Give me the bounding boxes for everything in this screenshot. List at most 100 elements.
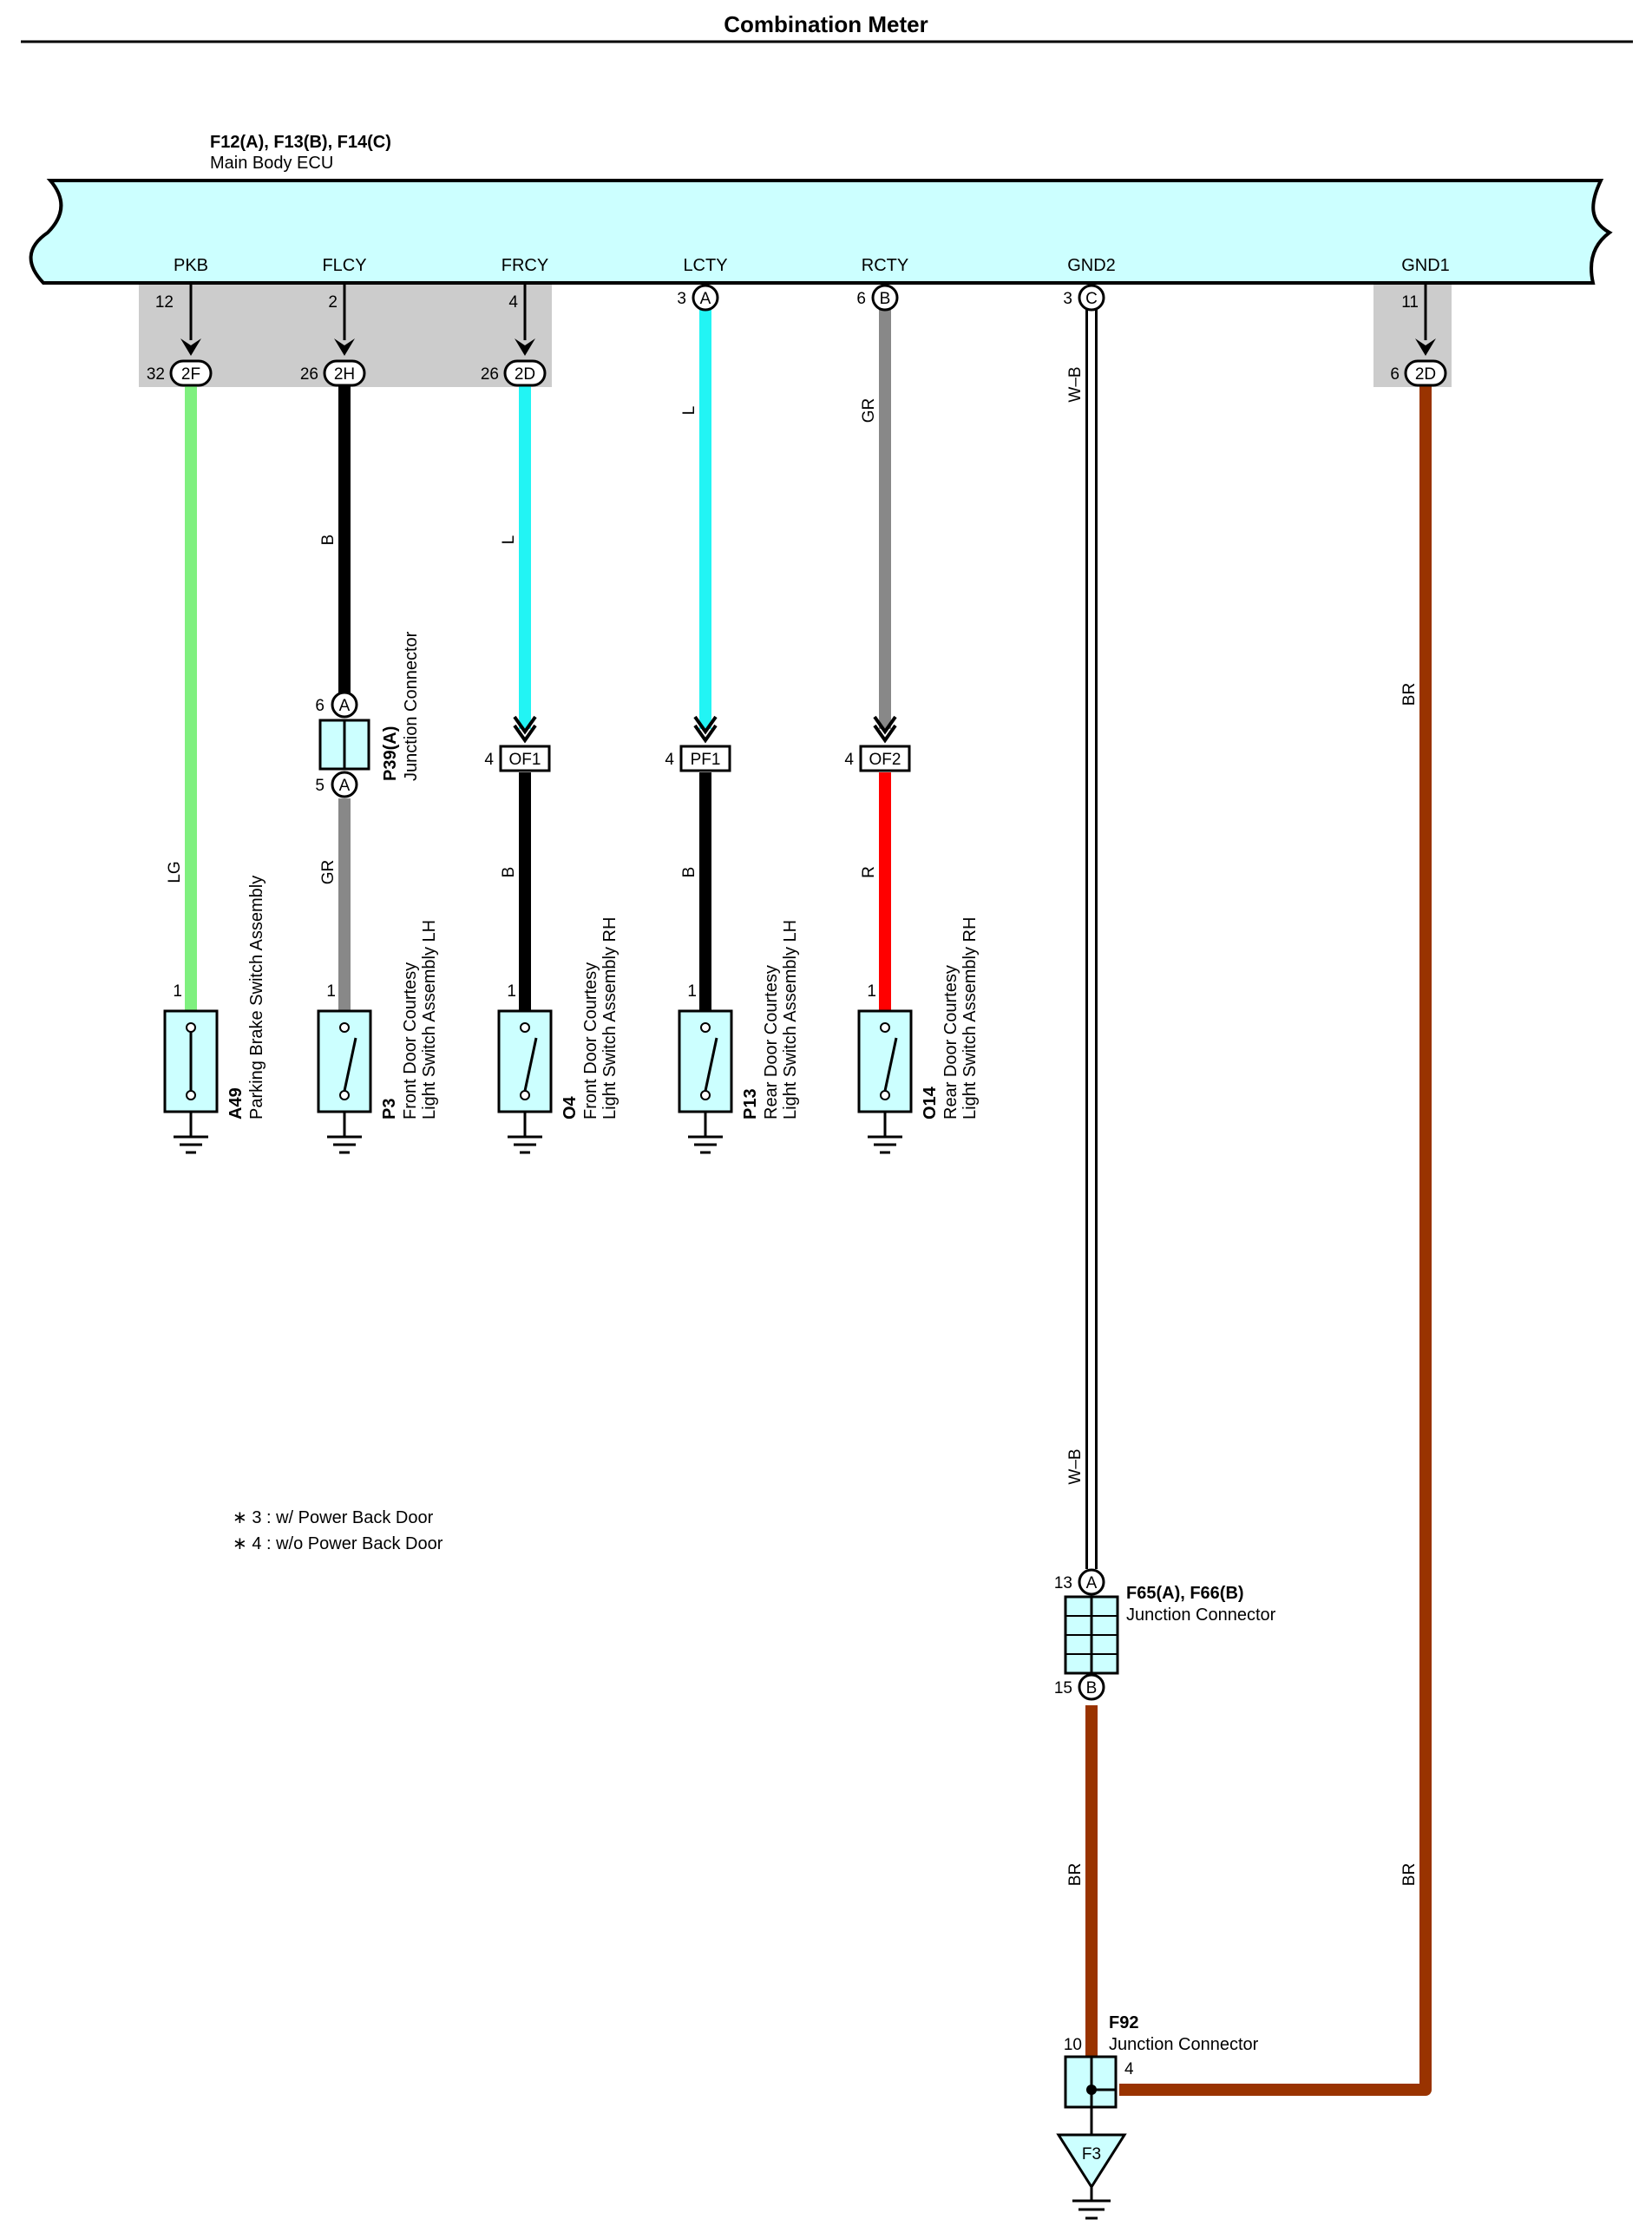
- connector-of2: OF2 4: [844, 715, 911, 772]
- arrow-frcy: [515, 338, 535, 356]
- connector-f65-f66: A 13 B 15 F65(A), F66(B) Junction Connec…: [1054, 1568, 1276, 1701]
- jb-oval-pkb: [169, 359, 213, 387]
- arrow-gnd1: [1415, 338, 1436, 356]
- p39-bottom-letter: A: [339, 777, 351, 795]
- switch-p13-contact-bottom: [700, 1090, 711, 1100]
- f92-name: Junction Connector: [1109, 2035, 1259, 2054]
- switch-o4-contact-bottom: [520, 1090, 530, 1100]
- switch-o14: 1 O14 Rear Door Courtesy Light Switch As…: [857, 917, 980, 1154]
- switch-o14-contact-top: [880, 1022, 890, 1033]
- pin-letter-rcty: B: [880, 290, 891, 308]
- terminal-gnd2: GND2: [1067, 256, 1116, 275]
- pin-letter-circle-rcty: [871, 284, 899, 312]
- switch-p13-name-1: Rear Door Courtesy: [762, 965, 781, 1120]
- p39-top-pin-circle: [331, 691, 358, 719]
- wire-label-flcy-lower: GR: [319, 860, 338, 885]
- switch-p13-blade: [704, 1037, 718, 1092]
- pf1-box: [679, 745, 731, 772]
- f65-bottom-pin: 15: [1054, 1679, 1072, 1697]
- pin-letter-gnd2: C: [1085, 290, 1098, 308]
- jb-pin-pkb: 32: [147, 365, 165, 384]
- of2-chevron-2: [873, 724, 897, 744]
- of2-chevron-1: [873, 715, 897, 735]
- switch-p13-pin: 1: [687, 982, 697, 1001]
- terminal-frcy: FRCY: [502, 256, 548, 275]
- f65-top-letter: A: [1086, 1574, 1098, 1592]
- wire-label-gnd2-mid: W–B: [1066, 1448, 1085, 1484]
- ground-point-f3: F3: [1056, 2107, 1127, 2220]
- ecu-pin-gnd1: 11: [1401, 293, 1419, 312]
- f92-left-pin: 10: [1064, 2036, 1082, 2054]
- of2-pin: 4: [844, 751, 854, 769]
- f65-top-pin: 13: [1054, 1574, 1072, 1592]
- wire-gnd1-br: [1119, 386, 1432, 2096]
- switch-o4-name-2: Light Switch Assembly RH: [600, 917, 620, 1120]
- f3-label: F3: [1082, 2145, 1101, 2163]
- p39-bottom-pin: 5: [315, 777, 324, 795]
- f65-bottom-letter: B: [1086, 1679, 1098, 1697]
- ecu-pin-frcy: 4: [508, 293, 518, 312]
- f92-splice-dot: [1086, 2085, 1097, 2095]
- f65-id: F65(A), F66(B): [1126, 1584, 1244, 1603]
- wire-label-rcty-upper: GR: [860, 398, 878, 424]
- switch-p3-name-2: Light Switch Assembly LH: [420, 920, 439, 1120]
- switch-o14-name-2: Light Switch Assembly RH: [960, 917, 980, 1120]
- pf1-chevron-1: [693, 715, 718, 735]
- of1-chevron-2: [513, 724, 537, 744]
- note-2: ∗ 4 : w/o Power Back Door: [233, 1534, 443, 1553]
- pin-letter-lcty: A: [700, 290, 711, 308]
- f92-right-pin: 4: [1124, 2060, 1134, 2078]
- switch-a49-contact-bottom: [186, 1090, 196, 1100]
- switch-o14-blade: [883, 1037, 898, 1092]
- p39-id: P39(A): [381, 726, 400, 781]
- switch-o14-contact-bottom: [880, 1090, 890, 1100]
- wire-label-lcty-lower: B: [680, 867, 698, 878]
- of2-box: [859, 745, 911, 772]
- switch-p13-contact-top: [700, 1022, 711, 1033]
- switch-p13: 1 P13 Rear Door Courtesy Light Switch As…: [678, 920, 800, 1154]
- switch-p3-name-1: Front Door Courtesy: [401, 962, 420, 1120]
- f65-name: Junction Connector: [1126, 1605, 1276, 1625]
- switch-p3-id: P3: [380, 1099, 399, 1120]
- jb-pin-frcy: 26: [481, 365, 499, 384]
- pin-letter-circle-gnd2: [1078, 284, 1105, 312]
- p39-top-pin: 6: [315, 697, 324, 715]
- of1-code: OF1: [509, 751, 541, 769]
- diagram-title: Combination Meter: [724, 11, 928, 37]
- switch-a49-contact-top: [186, 1022, 196, 1033]
- wire-label-gnd2-lower: BR: [1066, 1863, 1085, 1886]
- of1-pin: 4: [484, 751, 494, 769]
- jb-oval-frcy: [503, 359, 547, 387]
- wire-label-gnd1-upper: BR: [1400, 683, 1419, 706]
- of1-box: [499, 745, 551, 772]
- switch-o4-name-1: Front Door Courtesy: [581, 962, 600, 1120]
- switch-o4: 1 O4 Front Door Courtesy Light Switch As…: [497, 917, 620, 1154]
- switch-p3-contact-bottom: [339, 1090, 350, 1100]
- ecu-pin-rcty: 6: [856, 290, 866, 308]
- wire-label-gnd2-upper: W–B: [1066, 366, 1085, 402]
- wire-label-gnd1-lower: BR: [1400, 1863, 1419, 1886]
- switch-p3-pin: 1: [326, 982, 336, 1001]
- jb-code-flcy: 2H: [334, 365, 355, 384]
- connector-f92: F92 Junction Connector 10 4: [1064, 2013, 1259, 2109]
- wire-label-flcy-upper: B: [319, 535, 338, 546]
- note-1: ∗ 3 : w/ Power Back Door: [233, 1508, 434, 1527]
- connector-pf1: PF1 4: [665, 715, 731, 772]
- switch-o14-id: O14: [921, 1086, 940, 1120]
- switch-a49-id: A49: [226, 1087, 246, 1120]
- wire-label-frcy-upper: L: [500, 535, 518, 545]
- jb-pin-flcy: 26: [300, 365, 318, 384]
- jb-oval-gnd1: [1404, 359, 1447, 387]
- pf1-code: PF1: [691, 751, 721, 769]
- pf1-pin: 4: [665, 751, 674, 769]
- p39-bottom-pin-circle: [331, 771, 358, 798]
- f92-id: F92: [1109, 2013, 1138, 2032]
- wire-label-frcy-lower: B: [500, 867, 518, 878]
- switch-o4-id: O4: [560, 1095, 580, 1120]
- f65-top-pin-circle: [1078, 1568, 1105, 1596]
- f65-bottom-pin-circle: [1078, 1673, 1105, 1701]
- switch-p3-contact-top: [339, 1022, 350, 1033]
- switch-p3-blade: [343, 1037, 357, 1092]
- p39-top-letter: A: [339, 697, 351, 715]
- main-body-ecu: [29, 179, 1613, 285]
